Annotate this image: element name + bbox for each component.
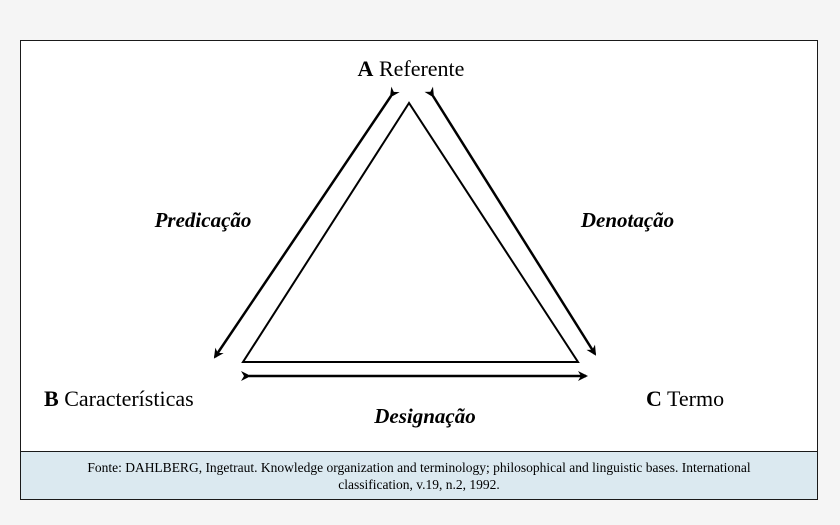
- denotation-arrow: [424, 86, 597, 356]
- vertex-a-letter: A: [357, 56, 374, 81]
- designation-label: Designação: [336, 400, 514, 434]
- vertex-b-letter: B: [44, 386, 59, 411]
- predication-label: Predicação: [132, 203, 274, 239]
- vertex-c-name: Termo: [667, 386, 725, 411]
- vertex-a-name: Referente: [378, 56, 465, 81]
- vertex-b-label: B Características: [38, 378, 238, 418]
- vertex-c-label: C Termo: [628, 378, 778, 418]
- semantic-triangle: [241, 101, 580, 363]
- predication-arrow: [213, 86, 400, 359]
- vertex-c-letter: C: [646, 386, 662, 411]
- source-caption: Fonte: DAHLBERG, Ingetraut. Knowledge or…: [21, 451, 817, 499]
- vertex-b-name: Características: [64, 386, 194, 411]
- vertex-a-label: A Referente: [252, 58, 570, 84]
- denotation-label: Denotação: [540, 203, 715, 239]
